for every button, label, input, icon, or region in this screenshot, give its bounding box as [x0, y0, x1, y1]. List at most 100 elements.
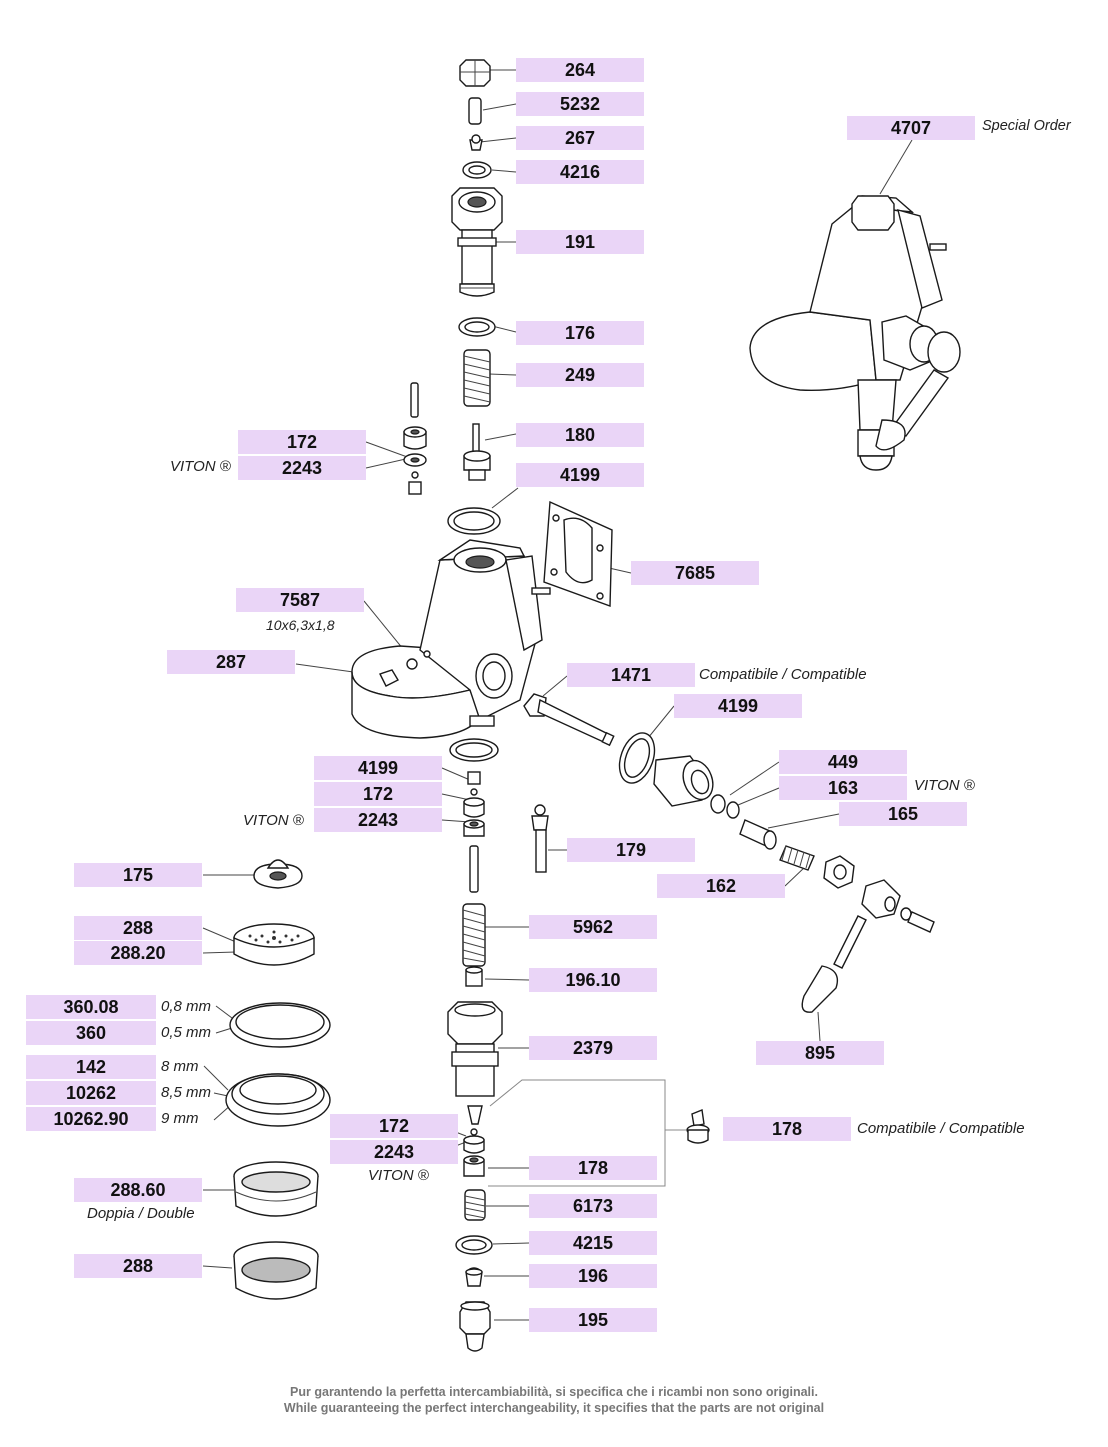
label-172-a[interactable]: 172 — [238, 430, 366, 454]
valve-178 — [463, 1155, 485, 1177]
label-5232[interactable]: 5232 — [516, 92, 644, 116]
note-doppia: Doppia / Double — [87, 1205, 195, 1222]
note-mm-85: 8,5 mm — [161, 1084, 212, 1101]
label-2243-c[interactable]: 2243 — [330, 1140, 458, 1164]
label-2243-a[interactable]: 2243 — [238, 456, 366, 480]
label-4216[interactable]: 4216 — [516, 160, 644, 184]
label-179[interactable]: 179 — [567, 838, 695, 862]
disclaimer-english: While guaranteeing the perfect interchan… — [283, 1401, 825, 1415]
ball-267 — [469, 134, 483, 151]
label-288-60[interactable]: 288.60 — [74, 1178, 202, 1202]
label-4199-a[interactable]: 4199 — [516, 463, 644, 487]
note-compat-178: Compatibile / Compatible — [857, 1120, 1025, 1137]
gasket-plate-7685 — [543, 500, 613, 607]
label-142[interactable]: 142 — [26, 1055, 156, 1079]
label-360[interactable]: 360 — [26, 1021, 156, 1045]
basket-288 — [233, 1241, 319, 1300]
label-4199-c[interactable]: 4199 — [314, 756, 442, 780]
washer-449 — [710, 794, 726, 814]
pin-179 — [531, 804, 549, 873]
label-4215[interactable]: 4215 — [529, 1231, 657, 1255]
spring-5962 — [462, 903, 486, 967]
label-288-a[interactable]: 288 — [74, 916, 202, 940]
label-176[interactable]: 176 — [516, 321, 644, 345]
label-288-20[interactable]: 288.20 — [74, 941, 202, 965]
note-mm-9: 9 mm — [161, 1110, 199, 1127]
note-mm-8: 8 mm — [161, 1058, 199, 1075]
label-6173[interactable]: 6173 — [529, 1194, 657, 1218]
note-special-order: Special Order — [982, 118, 1071, 134]
label-175[interactable]: 175 — [74, 863, 202, 887]
note-dim-7587: 10x6,3x1,8 — [266, 617, 335, 633]
seal-172-low — [463, 1135, 485, 1154]
nozzle-195 — [459, 1301, 491, 1352]
sleeve-165 — [739, 819, 777, 850]
disclaimer-italian: Pur garantendo la perfetta intercambiabi… — [290, 1385, 818, 1399]
basket-28860 — [233, 1161, 319, 1217]
label-267[interactable]: 267 — [516, 126, 644, 150]
label-195[interactable]: 195 — [529, 1308, 657, 1332]
label-2379[interactable]: 2379 — [529, 1036, 657, 1060]
label-180[interactable]: 180 — [516, 423, 644, 447]
label-4707[interactable]: 4707 — [847, 116, 975, 140]
label-163[interactable]: 163 — [779, 776, 907, 800]
label-172-b[interactable]: 172 — [314, 782, 442, 806]
valve-body-191 — [451, 187, 503, 297]
note-viton-2: VITON ® — [243, 812, 304, 829]
spring-249 — [463, 349, 491, 407]
note-viton-1: VITON ® — [170, 458, 231, 475]
label-10262[interactable]: 10262 — [26, 1081, 156, 1105]
note-viton-4: VITON ® — [368, 1167, 429, 1184]
label-1471[interactable]: 1471 — [567, 663, 695, 687]
label-249[interactable]: 249 — [516, 363, 644, 387]
label-196[interactable]: 196 — [529, 1264, 657, 1288]
body-2379 — [447, 1001, 503, 1097]
label-7685[interactable]: 7685 — [631, 561, 759, 585]
label-165[interactable]: 165 — [839, 802, 967, 826]
valve-178-alt — [686, 1109, 710, 1144]
label-287[interactable]: 287 — [167, 650, 295, 674]
washer-2243-mid — [463, 819, 485, 837]
handle-895 — [801, 879, 935, 1013]
group-body — [351, 539, 551, 739]
pin-5232 — [468, 97, 482, 125]
label-449[interactable]: 449 — [779, 750, 907, 774]
label-196-10[interactable]: 196.10 — [529, 968, 657, 992]
label-191[interactable]: 191 — [516, 230, 644, 254]
label-10262-90[interactable]: 10262.90 — [26, 1107, 156, 1131]
label-162[interactable]: 162 — [657, 874, 785, 898]
label-360-08[interactable]: 360.08 — [26, 995, 156, 1019]
assembled-group-4707 — [749, 195, 961, 471]
note-mm-08: 0,8 mm — [161, 998, 212, 1015]
cap-nut-264 — [459, 59, 491, 87]
label-7587[interactable]: 7587 — [236, 588, 364, 612]
nut-left — [408, 481, 422, 495]
fitting-right — [653, 755, 714, 807]
label-264[interactable]: 264 — [516, 58, 644, 82]
note-mm-05: 0,5 mm — [161, 1024, 212, 1041]
label-288-b[interactable]: 288 — [74, 1254, 202, 1278]
label-4199-b[interactable]: 4199 — [674, 694, 802, 718]
label-2243-b[interactable]: 2243 — [314, 808, 442, 832]
cone-lower — [467, 1105, 483, 1125]
gasket-360 — [229, 1002, 331, 1048]
shaft-1471 — [523, 693, 615, 747]
note-compat-1471: Compatibile / Compatible — [699, 666, 867, 683]
label-178-b[interactable]: 178 — [529, 1156, 657, 1180]
label-895[interactable]: 895 — [756, 1041, 884, 1065]
seal-172-mid — [463, 797, 485, 818]
note-viton-3: VITON ® — [914, 777, 975, 794]
nut-162 — [823, 855, 855, 889]
label-172-c[interactable]: 172 — [330, 1114, 458, 1138]
spring-162 — [779, 845, 815, 871]
plug-196 — [465, 1267, 483, 1287]
label-178-a[interactable]: 178 — [723, 1117, 851, 1141]
gasket-142 — [225, 1073, 331, 1127]
seal-172-top — [403, 426, 427, 450]
spacer-19610 — [465, 966, 483, 987]
label-5962[interactable]: 5962 — [529, 915, 657, 939]
pin-left — [410, 382, 419, 418]
spring-6173 — [464, 1189, 486, 1221]
